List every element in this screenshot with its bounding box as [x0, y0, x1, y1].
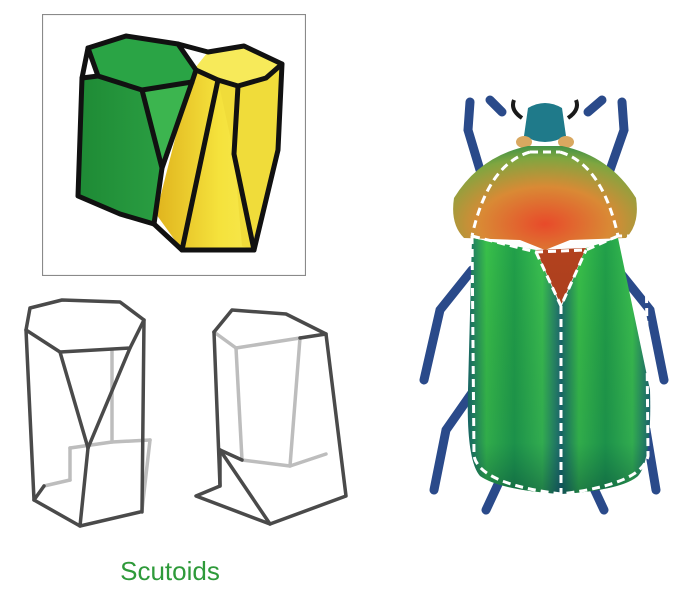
beetle-head	[513, 100, 577, 148]
colored-scutoid-svg	[42, 14, 306, 276]
figure-caption: Scutoids	[60, 556, 280, 587]
wireframe-scutoid-right	[196, 310, 346, 524]
wireframe-scutoids-figure	[0, 290, 360, 530]
beetle-svg	[410, 90, 680, 520]
wireframe-scutoids-svg	[0, 290, 360, 530]
colored-scutoid-figure	[42, 14, 306, 276]
beetle-photo	[410, 90, 680, 520]
beetle-elytra	[468, 238, 651, 494]
wireframe-scutoid-left	[26, 300, 150, 526]
